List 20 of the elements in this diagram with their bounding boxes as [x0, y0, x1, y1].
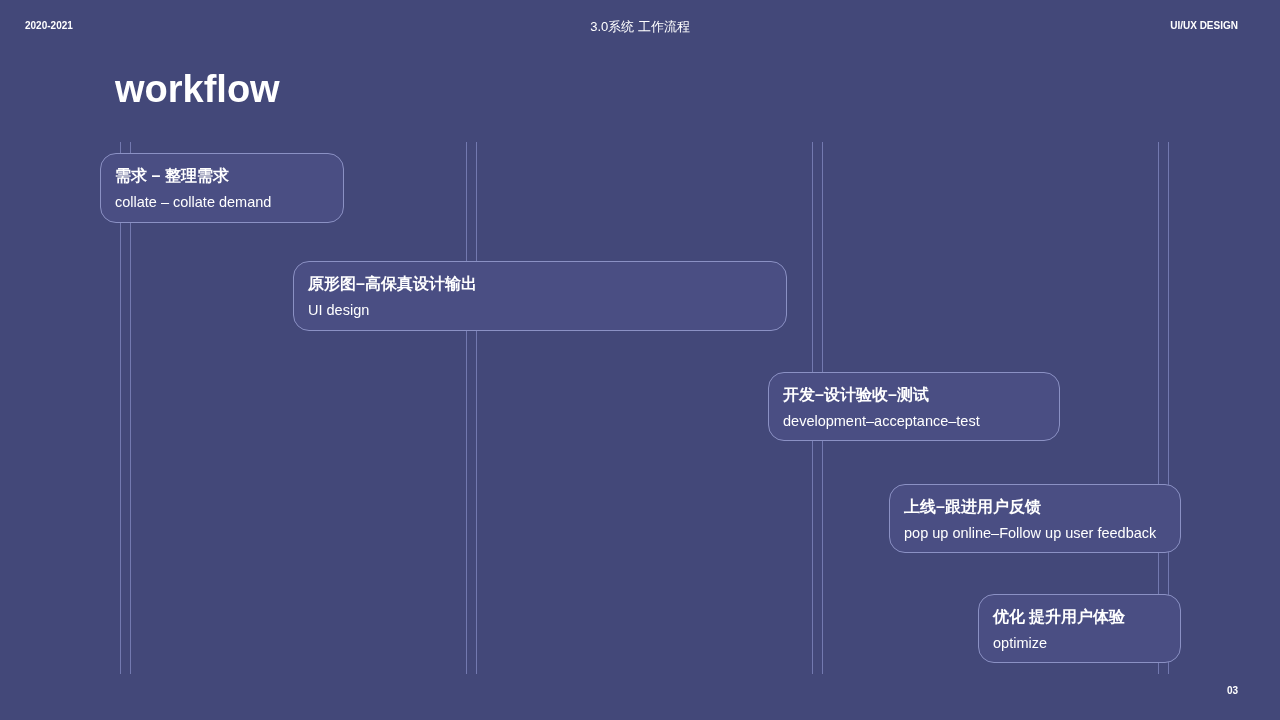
step-title: 需求 – 整理需求: [115, 166, 229, 186]
process-box: [100, 153, 344, 223]
page-number: 03: [1226, 685, 1238, 696]
step-title: 原形图–高保真设计输出: [308, 274, 477, 294]
process-box: [889, 484, 1181, 553]
step-title: 上线–跟进用户反馈: [904, 497, 1041, 517]
process-box: [293, 261, 787, 331]
step-subtitle: development–acceptance–test: [783, 412, 980, 431]
header-tag: UI/UX DESIGN: [1170, 20, 1238, 31]
step-subtitle: UI design: [308, 301, 370, 320]
step-title: 开发–设计验收–测试: [783, 385, 929, 405]
process-box: [978, 594, 1181, 663]
step-subtitle: optimize: [993, 634, 1047, 653]
year-range: 2020-2021: [25, 20, 73, 31]
step-subtitle: pop up online–Follow up user feedback: [904, 524, 1157, 543]
step-title: 优化 提升用户体验: [993, 607, 1126, 627]
step-subtitle: collate – collate demand: [115, 193, 272, 212]
header-text: 3.0系统 工作流程: [590, 18, 690, 36]
process-box: [768, 372, 1060, 441]
page-title: workflow: [115, 68, 280, 111]
